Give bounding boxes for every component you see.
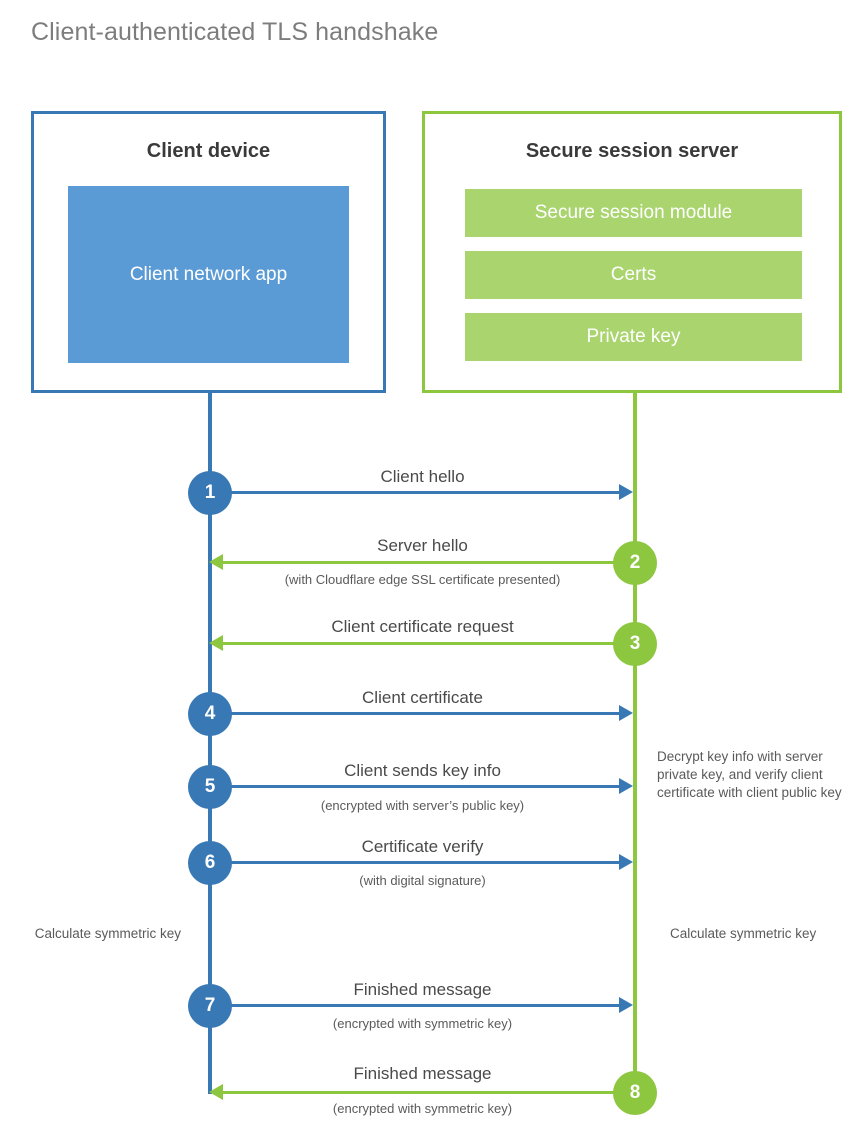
server-lifeline [633, 393, 637, 1093]
step-badge-6[interactable]: 6 [188, 841, 232, 885]
client-network-app-box: Client network app [68, 186, 349, 363]
step-6-arrow-line [210, 861, 627, 864]
step-2-arrow-head-icon [209, 554, 223, 570]
step-6-label: Certificate verify [361, 837, 484, 856]
step-4-arrow-line [210, 712, 627, 715]
step-3-arrow-line [222, 642, 635, 645]
server-calculate-symmetric-key-annotation: Calculate symmetric key [670, 926, 817, 941]
step-8-arrow-line [222, 1091, 635, 1094]
server-module-list: Secure session module Certs Private key [465, 189, 802, 361]
step-7-arrow-head-icon [619, 997, 633, 1013]
step-7-sublabel: (encrypted with symmetric key) [332, 1016, 513, 1031]
step-1-arrow-head-icon [619, 484, 633, 500]
secure-session-server-title: Secure session server [525, 140, 739, 162]
step-badge-7[interactable]: 7 [188, 984, 232, 1028]
step-6-sublabel: (with digital signature) [359, 873, 486, 888]
client-device-title: Client device [146, 140, 271, 162]
step-7-arrow-line [210, 1004, 627, 1007]
step-8-label: Finished message [353, 1064, 492, 1083]
secure-session-server-box: Secure session server Secure session mod… [422, 111, 842, 393]
step-badge-5[interactable]: 5 [188, 765, 232, 809]
step-badge-4[interactable]: 4 [188, 692, 232, 736]
client-network-app-label: Client network app [129, 263, 288, 285]
step-2-label: Server hello [377, 536, 468, 555]
step-badge-3[interactable]: 3 [613, 622, 657, 666]
step-5-label: Client sends key info [344, 761, 501, 780]
step-6-arrow-head-icon [619, 854, 633, 870]
client-calculate-symmetric-key-annotation: Calculate symmetric key [34, 926, 181, 941]
step-5-arrow-line [210, 785, 627, 788]
step-4-arrow-head-icon [619, 705, 633, 721]
step-badge-8[interactable]: 8 [613, 1071, 657, 1115]
step-2-sublabel: (with Cloudflare edge SSL certificate pr… [284, 572, 561, 587]
step-8-arrow-head-icon [209, 1084, 223, 1100]
page-title: Client-authenticated TLS handshake [31, 18, 439, 46]
server-module-certs: Certs [465, 251, 802, 299]
step-badge-2[interactable]: 2 [613, 541, 657, 585]
step-8-sublabel: (encrypted with symmetric key) [332, 1101, 513, 1116]
step-4-label: Client certificate [362, 688, 483, 707]
step-3-arrow-head-icon [209, 635, 223, 651]
step-1-arrow-line [210, 491, 627, 494]
step-5-arrow-head-icon [619, 778, 633, 794]
step-badge-1[interactable]: 1 [188, 471, 232, 515]
step-2-arrow-line [222, 561, 635, 564]
step-3-label: Client certificate request [331, 617, 514, 636]
client-lifeline [208, 393, 212, 1094]
server-decrypt-annotation: Decrypt key info with server private key… [657, 749, 842, 800]
server-module-secure-session-module: Secure session module [465, 189, 802, 237]
client-device-box: Client device Client network app [31, 111, 386, 393]
step-7-label: Finished message [353, 980, 492, 999]
step-1-label: Client hello [380, 467, 465, 486]
server-module-private-key: Private key [465, 313, 802, 361]
step-5-sublabel: (encrypted with server’s public key) [320, 798, 525, 813]
